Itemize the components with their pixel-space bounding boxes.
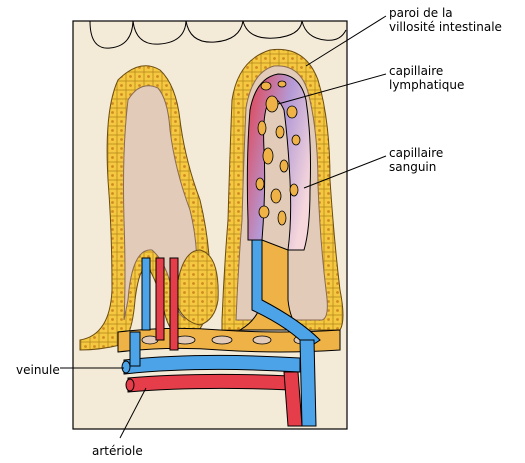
label-intestinal-villus-wall: paroi de la villosité intestinale: [389, 6, 502, 34]
arteriole-cut-end: [126, 379, 134, 391]
label-lymphatic-capillary: capillaire lymphatique: [389, 64, 464, 92]
label-venule: veinule: [16, 363, 60, 377]
label-blood-capillary: capillaire sanguin: [389, 146, 443, 174]
venule-cut-end: [122, 361, 130, 373]
label-arteriole: artériole: [92, 444, 143, 458]
